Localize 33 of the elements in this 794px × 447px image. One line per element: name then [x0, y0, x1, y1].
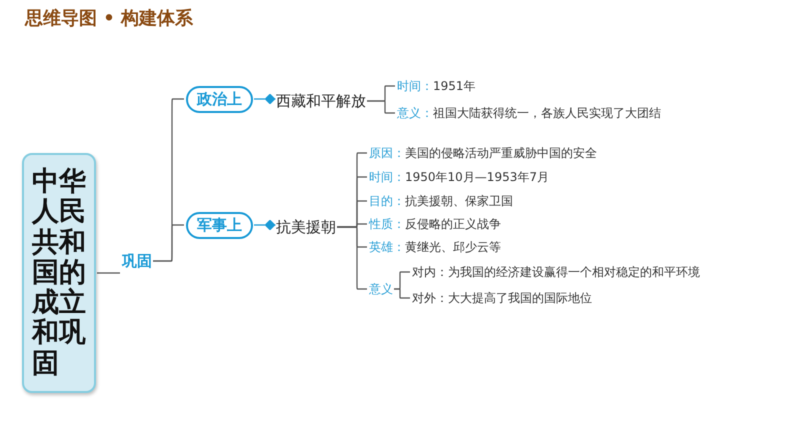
- item-heading: 目的：: [369, 194, 405, 208]
- diamond-bullet: [254, 94, 276, 104]
- item-heading: 时间：: [397, 78, 433, 92]
- item-text: 1951年: [433, 78, 476, 92]
- item-text: 祖国大陆获得统一，各族人民实现了大团结: [433, 106, 661, 120]
- item-heading: 对内：: [412, 264, 448, 278]
- category-pill: 政治上: [186, 86, 253, 112]
- item-heading: 对外：: [412, 290, 448, 304]
- item-label: 意义: [369, 280, 393, 298]
- category-pill: 军事上: [186, 212, 253, 238]
- title: 思维导图 • 构建体系: [25, 7, 194, 30]
- brace-connector: [367, 100, 395, 114]
- diamond-bullet: [254, 220, 276, 230]
- topic-label: 西藏和平解放: [276, 92, 366, 110]
- item-heading: 性质：: [369, 216, 405, 230]
- connector-line: [97, 272, 120, 274]
- item-heading: 时间：: [369, 170, 405, 184]
- topic-box: [22, 153, 96, 393]
- brace-connector: [153, 224, 184, 262]
- item-text: 1950年10月—1953年7月: [405, 170, 549, 184]
- item-text: 反侵略的正义战争: [405, 216, 501, 230]
- item-text: 为我国的经济建设赢得一个相对稳定的和平环境: [448, 264, 700, 278]
- item-text: 美国的侵略活动严重威胁中国的安全: [405, 146, 597, 160]
- branch-label: 巩固: [122, 252, 152, 270]
- brace-connector: [394, 288, 410, 299]
- item-text: 黄继光、邱少云等: [405, 240, 501, 254]
- item-heading: 英雄：: [369, 240, 405, 254]
- item-text: 大大提高了我国的国际地位: [448, 290, 592, 304]
- topic-title: 中华人民共和国的成立和巩固: [32, 167, 86, 379]
- topic-label: 抗美援朝: [276, 218, 336, 236]
- item-heading: 原因：: [369, 146, 405, 160]
- item-heading: 意义：: [397, 106, 433, 120]
- item-text: 抗美援朝、保家卫国: [405, 194, 513, 208]
